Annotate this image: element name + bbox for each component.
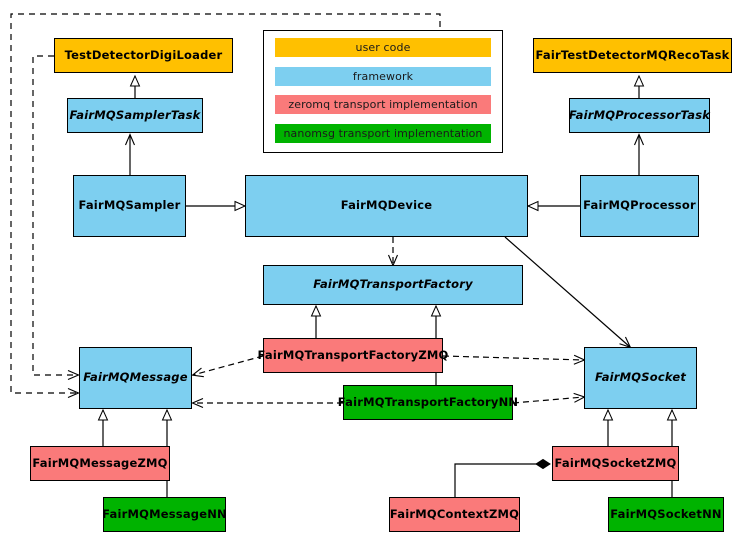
legend-swatch-framework: framework (275, 67, 491, 86)
legend-label-user-code: user code (355, 41, 411, 54)
class-label: FairMQContextZMQ (389, 506, 520, 521)
class-label: FairMQSampler (78, 198, 181, 213)
class-node-fairmqsocketzmq[interactable]: FairMQSocketZMQ (552, 446, 679, 481)
class-label: FairMQSocketNN (610, 506, 722, 521)
legend-swatch-zeromq: zeromq transport implementation (275, 95, 491, 114)
class-node-fairmqprocessor[interactable]: FairMQProcessor (580, 175, 699, 237)
class-label: FairMQMessage (83, 370, 188, 385)
edge-tfnn-to-socket (512, 392, 586, 404)
class-node-fairmqtransportfactorynn[interactable]: FairMQTransportFactoryNN (338, 385, 518, 420)
class-label: FairMQProcessor (583, 198, 696, 213)
class-node-fairmqsocketnn[interactable]: FairMQSocketNN (608, 497, 724, 532)
class-label: FairMQTransportFactory (313, 277, 473, 292)
class-label: FairMQMessageZMQ (32, 455, 168, 470)
class-label: FairMQSocket (594, 370, 687, 385)
class-label: FairTestDetectorMQRecoTask (535, 47, 730, 62)
class-node-testdetectordigiloader[interactable]: TestDetectorDigiLoader (54, 38, 233, 73)
legend-swatch-user-code: user code (275, 38, 491, 57)
class-label: FairMQSocketZMQ (554, 455, 677, 470)
class-label: FairMQDevice (340, 198, 433, 213)
class-label: FairMQProcessorTask (568, 107, 711, 122)
class-node-fairtestdetectormqrecotask[interactable]: FairTestDetectorMQRecoTask (533, 38, 732, 73)
class-label: FairMQMessageNN (102, 506, 227, 521)
class-node-fairmqsampler[interactable]: FairMQSampler (73, 175, 186, 237)
class-node-fairmqmessagezmq[interactable]: FairMQMessageZMQ (30, 446, 170, 481)
legend-label-nanomsg: nanomsg transport implementation (283, 127, 483, 140)
class-node-fairmqtransportfactory[interactable]: FairMQTransportFactory (263, 265, 523, 305)
legend-label-framework: framework (352, 70, 414, 83)
edge-device-to-socket (504, 236, 632, 349)
legend-swatch-nanomsg: nanomsg transport implementation (275, 124, 491, 143)
class-node-fairmqmessage[interactable]: FairMQMessage (79, 347, 192, 409)
class-node-fairmqsamplertask[interactable]: FairMQSamplerTask (67, 98, 203, 133)
class-label: FairMQTransportFactoryZMQ (257, 347, 449, 362)
class-label: FairMQTransportFactoryNN (337, 394, 519, 409)
class-node-fairmqdevice[interactable]: FairMQDevice (245, 175, 528, 237)
legend-label-zeromq: zeromq transport implementation (288, 98, 478, 111)
edge-tfzmq-to-socket (442, 354, 586, 365)
class-label: FairMQSamplerTask (69, 107, 201, 122)
class-label: TestDetectorDigiLoader (64, 47, 223, 62)
class-node-fairmqmessagenn[interactable]: FairMQMessageNN (102, 497, 227, 532)
edge-tfzmq-to-message (191, 355, 264, 378)
class-node-fairmqcontextzmq[interactable]: FairMQContextZMQ (389, 497, 520, 532)
class-node-fairmqsocket[interactable]: FairMQSocket (584, 347, 697, 409)
edge-socketzmq-owns-contextzmq (454, 458, 551, 497)
class-node-fairmqtransportfactoryzmq[interactable]: FairMQTransportFactoryZMQ (258, 338, 448, 373)
class-node-fairmqprocessortask[interactable]: FairMQProcessorTask (569, 98, 710, 133)
